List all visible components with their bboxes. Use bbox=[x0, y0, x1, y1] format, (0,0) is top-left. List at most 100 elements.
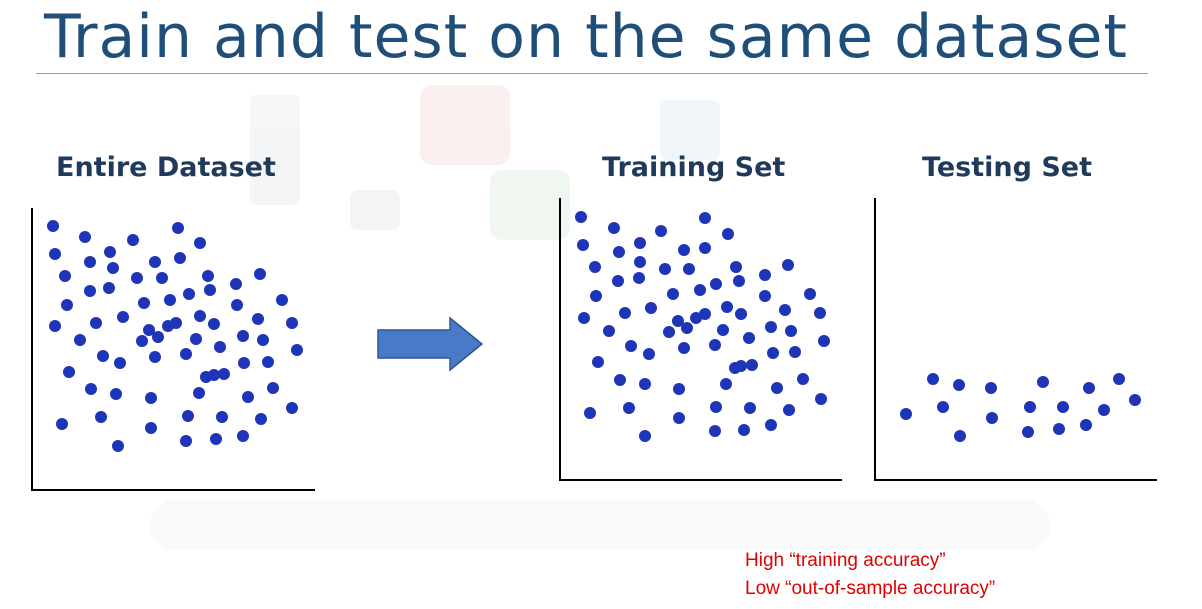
entire-dataset-point bbox=[182, 410, 194, 422]
entire-dataset-point bbox=[214, 341, 226, 353]
entire-dataset-point bbox=[103, 282, 115, 294]
testing-set-point bbox=[900, 408, 912, 420]
training-set-point bbox=[765, 419, 777, 431]
entire-dataset-point bbox=[202, 270, 214, 282]
testing-set-point bbox=[1057, 401, 1069, 413]
training-set-point bbox=[625, 340, 637, 352]
entire-dataset-point bbox=[254, 268, 266, 280]
entire-dataset-point bbox=[85, 383, 97, 395]
training-set-point bbox=[797, 373, 809, 385]
training-set-point bbox=[590, 290, 602, 302]
training-set-point bbox=[709, 425, 721, 437]
testing-set-axes bbox=[874, 198, 1157, 481]
slide-title: Train and test on the same dataset bbox=[44, 2, 1128, 72]
entire-dataset-point bbox=[180, 348, 192, 360]
testing-set-point bbox=[1024, 401, 1036, 413]
entire-dataset-point bbox=[193, 387, 205, 399]
training-set-point bbox=[584, 407, 596, 419]
entire-dataset-point bbox=[90, 317, 102, 329]
testing-set-label: Testing Set bbox=[922, 152, 1092, 183]
testing-set-point bbox=[1113, 373, 1125, 385]
entire-dataset-point bbox=[204, 284, 216, 296]
entire-dataset-point bbox=[127, 234, 139, 246]
training-set-point bbox=[678, 342, 690, 354]
training-set-point bbox=[730, 261, 742, 273]
entire-dataset-point bbox=[156, 272, 168, 284]
training-set-point bbox=[634, 237, 646, 249]
entire-dataset-point bbox=[262, 356, 274, 368]
entire-dataset-point bbox=[74, 334, 86, 346]
training-set-point bbox=[678, 244, 690, 256]
training-set-point bbox=[804, 288, 816, 300]
entire-dataset-point bbox=[164, 294, 176, 306]
entire-dataset-point bbox=[110, 388, 122, 400]
entire-dataset-point bbox=[190, 333, 202, 345]
entire-dataset-point bbox=[95, 411, 107, 423]
training-set-point bbox=[717, 324, 729, 336]
training-set-point bbox=[815, 393, 827, 405]
training-set-point bbox=[783, 404, 795, 416]
testing-set-point bbox=[937, 401, 949, 413]
training-set-point bbox=[634, 256, 646, 268]
training-set-point bbox=[699, 308, 711, 320]
entire-dataset-point bbox=[286, 402, 298, 414]
entire-dataset-axes bbox=[31, 208, 315, 491]
training-set-point bbox=[613, 246, 625, 258]
training-set-point bbox=[709, 339, 721, 351]
entire-dataset-point bbox=[174, 252, 186, 264]
training-set-point bbox=[639, 378, 651, 390]
entire-dataset-point bbox=[291, 344, 303, 356]
training-set-point bbox=[699, 242, 711, 254]
training-set-point bbox=[683, 263, 695, 275]
testing-set-point bbox=[985, 382, 997, 394]
entire-dataset-point bbox=[49, 320, 61, 332]
training-set-point bbox=[645, 302, 657, 314]
entire-dataset-point bbox=[49, 248, 61, 260]
entire-dataset-point bbox=[257, 334, 269, 346]
testing-set-point bbox=[1037, 376, 1049, 388]
entire-dataset-point bbox=[145, 392, 157, 404]
entire-dataset-point bbox=[216, 411, 228, 423]
entire-dataset-point bbox=[267, 382, 279, 394]
entire-dataset-point bbox=[149, 256, 161, 268]
entire-dataset-point bbox=[59, 270, 71, 282]
entire-dataset-point bbox=[170, 317, 182, 329]
entire-dataset-point bbox=[183, 288, 195, 300]
entire-dataset-point bbox=[114, 357, 126, 369]
testing-set-point bbox=[1098, 404, 1110, 416]
training-set-point bbox=[765, 321, 777, 333]
entire-dataset-point bbox=[180, 435, 192, 447]
training-set-point bbox=[738, 424, 750, 436]
entire-dataset-point bbox=[47, 220, 59, 232]
training-set-point bbox=[735, 308, 747, 320]
training-set-point bbox=[771, 382, 783, 394]
training-set-point bbox=[673, 383, 685, 395]
entire-dataset-point bbox=[143, 324, 155, 336]
entire-dataset-point bbox=[208, 318, 220, 330]
entire-dataset-point bbox=[194, 237, 206, 249]
training-set-point bbox=[643, 348, 655, 360]
training-set-point bbox=[663, 326, 675, 338]
training-accuracy-note: High “training accuracy” bbox=[745, 550, 946, 571]
training-set-point bbox=[782, 259, 794, 271]
entire-dataset-point bbox=[218, 368, 230, 380]
training-set-point bbox=[575, 211, 587, 223]
training-set-point bbox=[633, 272, 645, 284]
training-set-point bbox=[681, 322, 693, 334]
training-set-point bbox=[743, 332, 755, 344]
training-set-point bbox=[612, 275, 624, 287]
entire-dataset-point bbox=[136, 335, 148, 347]
entire-dataset-point bbox=[97, 350, 109, 362]
training-set-point bbox=[735, 360, 747, 372]
testing-set-point bbox=[954, 430, 966, 442]
training-set-point bbox=[623, 402, 635, 414]
entire-dataset-point bbox=[149, 351, 161, 363]
training-set-axes bbox=[559, 198, 842, 481]
testing-set-point bbox=[986, 412, 998, 424]
training-set-point bbox=[603, 325, 615, 337]
entire-dataset-point bbox=[210, 433, 222, 445]
entire-dataset-point bbox=[56, 418, 68, 430]
entire-dataset-point bbox=[286, 317, 298, 329]
training-set-label: Training Set bbox=[602, 152, 786, 183]
